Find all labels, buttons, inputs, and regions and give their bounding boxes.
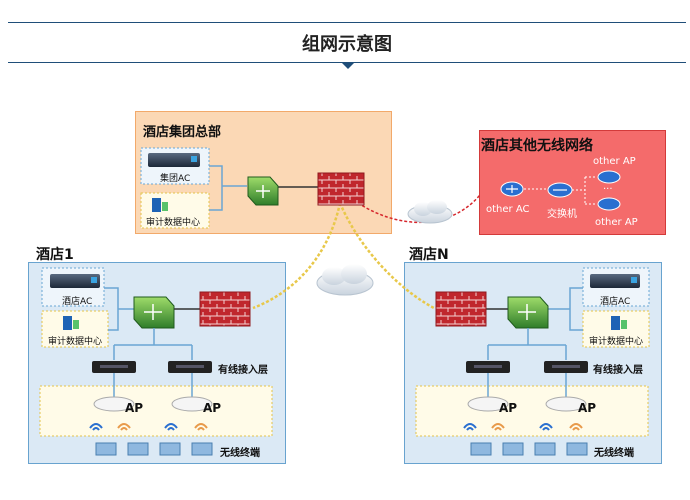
wifi-icon xyxy=(89,423,103,431)
hq-audit-label: 审计数据中心 xyxy=(146,218,201,228)
database-icon xyxy=(63,316,79,330)
access-point-icon xyxy=(171,396,213,412)
hotel1-terminal-label: 无线终端 xyxy=(220,448,260,459)
switch-icon xyxy=(507,296,549,329)
diagram-title: 组网示意图 xyxy=(302,34,392,55)
terminal-icon xyxy=(534,442,556,456)
switch-icon xyxy=(133,296,175,329)
hotel1-audit-label: 审计数据中心 xyxy=(48,337,103,347)
title-arrow-icon xyxy=(341,62,355,69)
hotel1-label: 酒店1 xyxy=(36,247,74,263)
other-ap-top-label: other AP xyxy=(593,156,636,167)
wifi-icon xyxy=(491,423,505,431)
other-switch-label: 交换机 xyxy=(547,209,577,220)
firewall-icon xyxy=(435,291,487,327)
switch-icon xyxy=(547,182,573,198)
cloud-icon xyxy=(316,264,374,296)
title-top-rule xyxy=(8,22,686,23)
server-icon xyxy=(148,153,200,167)
other-ap-dots: ··· xyxy=(603,184,613,195)
link-other-network xyxy=(357,194,481,224)
access-switch-icon xyxy=(168,361,212,373)
wifi-icon xyxy=(463,423,477,431)
wifi-icon xyxy=(539,423,553,431)
terminal-icon xyxy=(502,442,524,456)
wan-link-hotelN xyxy=(338,202,435,310)
hotelN-audit-label: 审计数据中心 xyxy=(589,337,644,347)
terminal-icon xyxy=(191,442,213,456)
database-icon xyxy=(611,316,627,330)
access-switch-icon xyxy=(466,361,510,373)
hotel1-ap1-label: AP xyxy=(125,401,144,415)
router-icon xyxy=(500,181,524,197)
hotel1-ap2-label: AP xyxy=(203,401,222,415)
terminal-icon xyxy=(95,442,117,456)
access-point-icon xyxy=(93,396,135,412)
cloud-icon xyxy=(407,200,453,224)
switch-icon xyxy=(247,176,279,206)
hotelN-terminal-label: 无线终端 xyxy=(594,448,634,459)
wan-link-hotel1 xyxy=(252,202,342,310)
access-point-icon xyxy=(545,396,587,412)
wifi-icon xyxy=(117,423,131,431)
server-icon xyxy=(590,274,640,288)
hotelN-ap2-label: AP xyxy=(578,401,597,415)
terminal-icon xyxy=(566,442,588,456)
hotel1-ac-label: 酒店AC xyxy=(62,297,93,307)
hotelN-access-label: 有线接入层 xyxy=(593,365,643,376)
other-network-region xyxy=(479,130,666,235)
firewall-icon xyxy=(199,291,251,327)
server-icon xyxy=(50,274,100,288)
access-point-icon xyxy=(597,170,621,184)
access-point-icon xyxy=(597,197,621,211)
hotelN-label: 酒店N xyxy=(409,247,449,263)
database-icon xyxy=(152,198,168,212)
terminal-icon xyxy=(470,442,492,456)
wifi-icon xyxy=(164,423,178,431)
wifi-icon xyxy=(569,423,583,431)
hotelN-ac-label: 酒店AC xyxy=(600,297,631,307)
access-point-icon xyxy=(467,396,509,412)
title-bar: 组网示意图 xyxy=(8,22,686,69)
hotelN-ap1-label: AP xyxy=(499,401,518,415)
hotel1-access-label: 有线接入层 xyxy=(218,365,268,376)
other-ap-bottom-label: other AP xyxy=(595,217,638,228)
other-ac-label: other AC xyxy=(486,204,530,215)
hq-ac-label: 集团AC xyxy=(160,174,191,184)
access-switch-icon xyxy=(92,361,136,373)
firewall-icon xyxy=(317,172,365,206)
terminal-icon xyxy=(127,442,149,456)
other-network-label: 酒店其他无线网络 xyxy=(481,138,593,154)
terminal-icon xyxy=(159,442,181,456)
wifi-icon xyxy=(194,423,208,431)
hq-label: 酒店集团总部 xyxy=(143,125,222,140)
access-switch-icon xyxy=(544,361,588,373)
